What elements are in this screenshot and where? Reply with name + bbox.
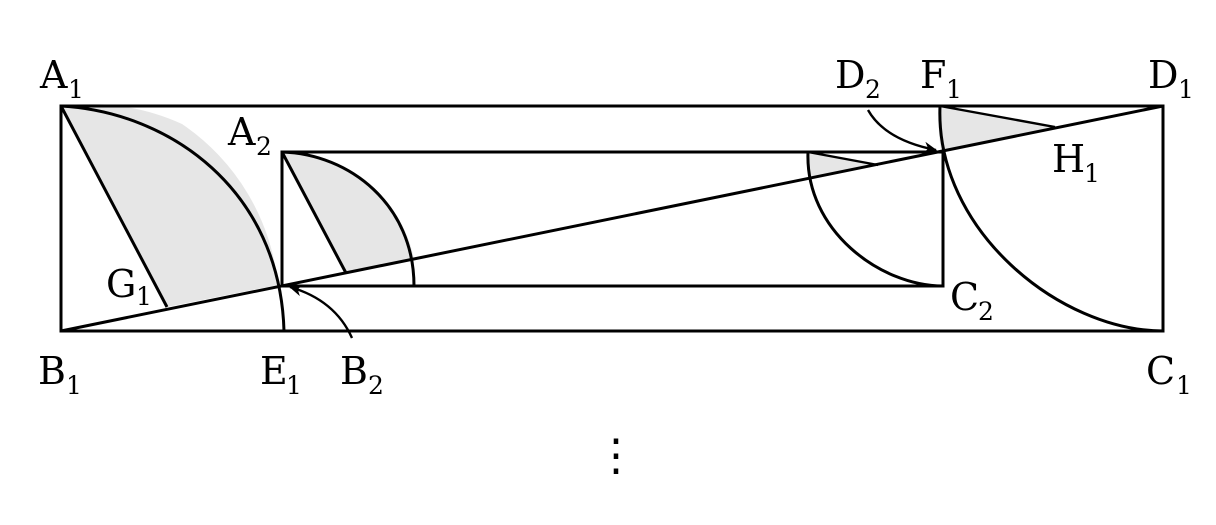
label-b1: B 1 [38, 349, 82, 400]
svg-text:1: 1 [946, 75, 962, 104]
rectangle-a2b2c2d2 [280, 150, 945, 288]
continuation-ellipsis: ⋮ [594, 430, 638, 481]
label-a2: A 2 [227, 110, 272, 161]
arc-a2-inner [281, 150, 416, 287]
arc-f1-c1 [938, 105, 1164, 333]
svg-text:1: 1 [1176, 371, 1192, 400]
svg-text:E: E [260, 349, 288, 393]
svg-text:B: B [340, 349, 368, 393]
segment-a2-diagonal [280, 151, 348, 274]
label-c2: C 2 [950, 275, 994, 326]
diagonal-b1d1 [60, 104, 1164, 333]
label-d1: D 1 [1148, 53, 1194, 104]
svg-text:D: D [835, 53, 865, 97]
svg-text:1: 1 [1084, 159, 1100, 188]
svg-text:1: 1 [286, 371, 302, 400]
svg-text:2: 2 [368, 371, 384, 400]
svg-text:H: H [1052, 137, 1085, 181]
label-a1: A 1 [39, 53, 84, 104]
svg-text:1: 1 [136, 282, 152, 311]
label-h1: H 1 [1052, 137, 1100, 188]
svg-text:1: 1 [1178, 75, 1194, 104]
arrow-to-b2 [289, 284, 354, 339]
svg-text:2: 2 [865, 75, 881, 104]
arc-inner-c2 [806, 151, 944, 288]
label-d2: D 2 [835, 53, 881, 104]
svg-text:2: 2 [978, 297, 994, 326]
svg-text:C: C [950, 275, 979, 319]
segment-a1g1 [59, 105, 169, 308]
label-g1: G 1 [106, 262, 152, 311]
svg-text:1: 1 [68, 75, 84, 104]
svg-text:B: B [38, 349, 66, 393]
shaded-triangle-large [938, 106, 1055, 150]
arc-a1-e1 [60, 104, 286, 332]
svg-text:F: F [920, 53, 946, 97]
label-e1: E 1 [260, 349, 302, 400]
label-c1: C 1 [1146, 349, 1192, 400]
shaded-sector-small [282, 151, 414, 273]
segment-f1-h1 [939, 104, 1056, 129]
svg-text:1: 1 [66, 371, 82, 400]
label-b2: B 2 [340, 349, 384, 400]
svg-text:G: G [106, 262, 136, 306]
svg-text:A: A [39, 53, 68, 97]
svg-text:2: 2 [256, 132, 272, 161]
shaded-triangle-small [807, 152, 878, 177]
svg-text:D: D [1148, 53, 1178, 97]
label-f1: F 1 [920, 53, 962, 104]
shaded-sector-large [61, 104, 278, 308]
svg-text:C: C [1146, 349, 1175, 393]
svg-text:A: A [227, 110, 256, 154]
segment-inner-triangle [807, 150, 879, 167]
arrow-to-d2 [866, 109, 937, 154]
rectangle-a1b1c1d1 [59, 104, 1165, 333]
